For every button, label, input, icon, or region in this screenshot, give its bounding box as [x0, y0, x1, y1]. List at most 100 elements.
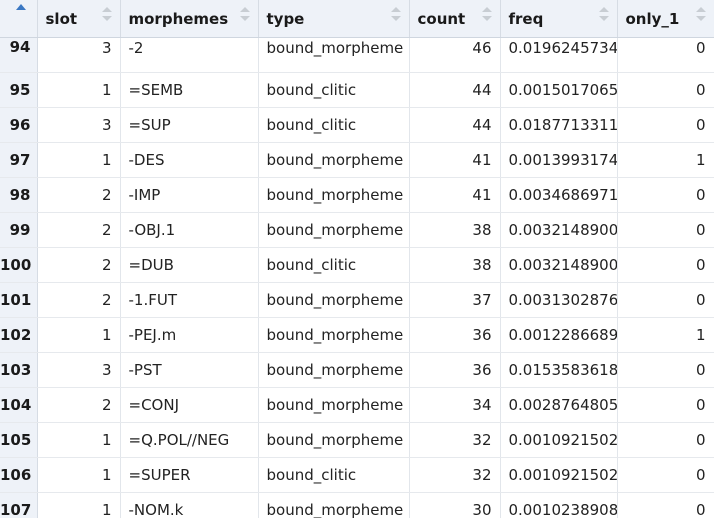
cell-morphemes: -PEJ.m [120, 317, 259, 353]
cell-freq: 0.0028764805 [500, 387, 618, 423]
cell-only-1: 0 [617, 457, 714, 493]
cell-only-1: 0 [617, 177, 714, 213]
cell-count: 32 [409, 422, 501, 458]
sort-both-icon[interactable] [239, 7, 250, 23]
cell-count: 37 [409, 282, 501, 318]
header-row: slot morphemes type count freq [0, 0, 714, 38]
sort-both-icon[interactable] [695, 7, 706, 23]
cell-freq: 0.0032148900 [500, 247, 618, 283]
cell-morphemes: -DES [120, 142, 259, 178]
row-index: 97 [0, 142, 38, 178]
cell-count: 34 [409, 387, 501, 423]
row-index: 104 [0, 387, 38, 423]
cell-freq: 0.0034686971 [500, 177, 618, 213]
cell-type: bound_clitic [258, 107, 410, 143]
cell-freq: 0.0010238908 [500, 492, 618, 518]
column-header-slot[interactable]: slot [37, 0, 121, 38]
sort-both-icon[interactable] [481, 7, 492, 23]
cell-only-1: 0 [617, 37, 714, 73]
cell-freq: 0.0187713311 [500, 107, 618, 143]
sort-both-icon[interactable] [101, 7, 112, 23]
cell-type: bound_morpheme [258, 352, 410, 388]
cell-type: bound_morpheme [258, 37, 410, 73]
cell-slot: 1 [37, 72, 121, 108]
cell-slot: 1 [37, 317, 121, 353]
cell-type: bound_morpheme [258, 282, 410, 318]
cell-morphemes: -2 [120, 37, 259, 73]
cell-slot: 1 [37, 142, 121, 178]
cell-morphemes: =CONJ [120, 387, 259, 423]
cell-freq: 0.0013993174 [500, 142, 618, 178]
row-index: 101 [0, 282, 38, 318]
column-header-label: type [266, 10, 305, 29]
cell-morphemes: -NOM.k [120, 492, 259, 518]
cell-morphemes: -PST [120, 352, 259, 388]
cell-slot: 2 [37, 212, 121, 248]
sort-both-icon[interactable] [598, 7, 609, 23]
cell-freq: 0.0153583618 [500, 352, 618, 388]
row-index: 94 [0, 37, 38, 73]
column-header-label: count [417, 10, 466, 29]
cell-only-1: 0 [617, 72, 714, 108]
cell-type: bound_morpheme [258, 492, 410, 518]
cell-type: bound_morpheme [258, 177, 410, 213]
cell-type: bound_morpheme [258, 422, 410, 458]
column-header-type[interactable]: type [258, 0, 410, 38]
cell-count: 46 [409, 37, 501, 73]
cell-morphemes: -1.FUT [120, 282, 259, 318]
row-index: 100 [0, 247, 38, 283]
cell-type: bound_morpheme [258, 212, 410, 248]
cell-count: 36 [409, 317, 501, 353]
cell-slot: 2 [37, 387, 121, 423]
sort-both-icon[interactable] [390, 7, 401, 23]
column-header-index[interactable] [0, 0, 38, 38]
cell-type: bound_morpheme [258, 317, 410, 353]
cell-only-1: 1 [617, 317, 714, 353]
cell-only-1: 0 [617, 212, 714, 248]
row-index: 105 [0, 422, 38, 458]
sort-ascending-icon[interactable] [16, 4, 26, 10]
cell-morphemes: =DUB [120, 247, 259, 283]
column-header-freq[interactable]: freq [500, 0, 618, 38]
row-index: 95 [0, 72, 38, 108]
row-index: 107 [0, 492, 38, 518]
cell-type: bound_clitic [258, 247, 410, 283]
cell-slot: 2 [37, 282, 121, 318]
cell-count: 30 [409, 492, 501, 518]
cell-morphemes: =SUP [120, 107, 259, 143]
row-index: 103 [0, 352, 38, 388]
cell-count: 36 [409, 352, 501, 388]
cell-freq: 0.0196245734 [500, 37, 618, 73]
cell-count: 41 [409, 142, 501, 178]
column-header-label: morphemes [128, 10, 229, 29]
cell-type: bound_morpheme [258, 387, 410, 423]
column-header-morphemes[interactable]: morphemes [120, 0, 259, 38]
cell-only-1: 0 [617, 107, 714, 143]
column-header-label: freq [508, 10, 544, 29]
column-header-count[interactable]: count [409, 0, 501, 38]
cell-only-1: 0 [617, 282, 714, 318]
row-index: 96 [0, 107, 38, 143]
column-header-label: only_1 [625, 10, 680, 29]
cell-only-1: 0 [617, 352, 714, 388]
column-header-only-1[interactable]: only_1 [617, 0, 714, 38]
cell-type: bound_clitic [258, 457, 410, 493]
cell-count: 44 [409, 107, 501, 143]
